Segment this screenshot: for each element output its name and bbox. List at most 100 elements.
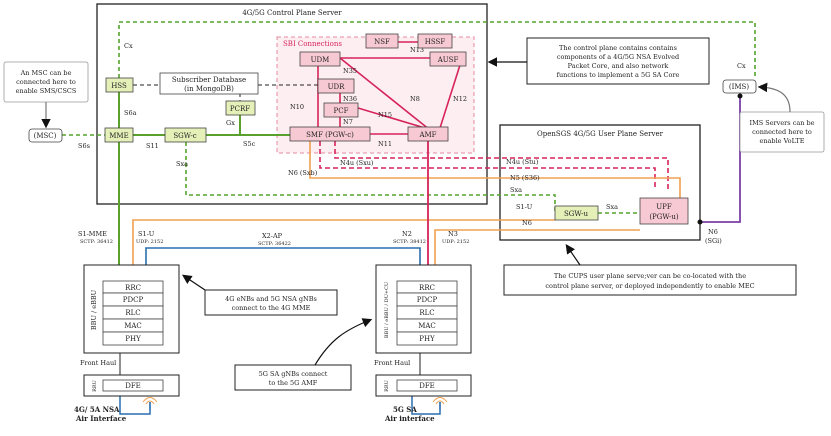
ausf-node [429,51,467,67]
nsf-node [365,33,399,49]
right-dfe-block [396,379,458,392]
gnb-note [234,364,352,391]
left-dfe-block [102,379,164,392]
n4u-stu-label: N4u (Stu) [506,158,539,166]
sxa-sgw-label: Sxa [606,203,618,211]
right-air-line1: 5G SA [393,405,417,414]
svg-text:(MSC): (MSC) [34,132,57,140]
svg-text:AUSF: AUSF [437,56,459,64]
orange-user-plane-links [132,141,681,265]
svg-text:HSS: HSS [111,82,127,90]
svg-text:MAC: MAC [418,322,436,330]
subscriber-database-node [159,72,259,95]
svg-text:PHY: PHY [419,335,435,343]
gx-label: Gx [226,119,235,127]
n15-label: N15 [378,111,392,119]
s11-label: S11 [146,142,159,150]
control-plane-note [526,37,710,85]
svg-text:PHY: PHY [125,335,141,343]
sgwc-node [164,127,207,143]
right-air-line2: Air interface [384,414,435,423]
n6-up-label: N6 [522,219,532,227]
svg-text:PCRF: PCRF [230,105,250,113]
svg-text:RRC: RRC [419,284,435,292]
svg-text:DFE: DFE [125,382,141,390]
svg-text:control plane server, or deplo: control plane server, or deployed indepe… [545,282,754,290]
x2-ap-label: X2-AP [262,232,283,240]
svg-text:connect to the 4G MME: connect to the 4G MME [232,304,311,312]
s1-u-label: S1-U [138,230,155,238]
svg-text:UDM: UDM [311,56,330,64]
left-air-line2: Air Interface [75,414,127,423]
smf-node [289,126,371,142]
svg-text:4G eNBs and 5G NSA gNBs: 4G eNBs and 5G NSA gNBs [225,295,317,303]
svg-text:connected here to: connected here to [16,78,76,86]
n3-label: N3 [448,230,458,238]
svg-text:PDCP: PDCP [123,296,144,304]
n6-sxb-label: N6 (Sxb) [288,169,318,177]
svg-text:(in MongoDB): (in MongoDB) [184,85,234,93]
control-plane-server-title: 4G/5G Control Plane Server [242,9,342,17]
svg-text:MAC: MAC [124,322,142,330]
user-plane-server-title: OpenSGS 4G/5G User Plane Server [537,130,664,138]
svg-text:HSSF: HSSF [425,38,446,46]
svg-text:PDCP: PDCP [417,296,438,304]
n3-port: UDP: 2152 [442,239,469,245]
ims-note [739,111,825,153]
svg-text:NSF: NSF [374,38,390,46]
s1-u-port: UDP: 2152 [136,239,163,245]
sgwu-node [554,205,599,221]
right-rru-label: RRU [384,380,390,392]
n7-label: N7 [343,118,353,126]
sxa-up-label: Sxa [510,186,522,194]
n12-label: N12 [453,95,467,103]
n5-s36-label: N5 (S36) [510,174,540,182]
left-air-line1: 4G/ 5A NSA [74,405,120,414]
svg-text:enable SMS/CSCS: enable SMS/CSCS [16,87,77,95]
svg-text:(IMS): (IMS) [729,83,749,91]
x2-ap-port: SCTP: 36422 [258,241,291,247]
cups-note [503,264,797,296]
svg-text:SGW-c: SGW-c [173,132,196,140]
s1u-up-label: S1-U [516,203,533,211]
svg-text:PCF: PCF [334,107,349,115]
svg-text:5G SA gNBs connect: 5G SA gNBs connect [259,370,328,378]
hssf-node [417,33,453,49]
left-front-haul-label: Front Haul [80,359,116,367]
svg-text:MME: MME [109,132,128,140]
right-bbu-side-label: BBU / eBBU / DU+CU [384,282,390,338]
svg-text:UDR: UDR [328,83,346,91]
n6-sgi-line1: N6 [708,228,718,236]
s1-mme-port: SCTP: 36412 [80,239,113,245]
sbi-connections-title: SBI Connections [283,40,342,48]
upf-node [639,197,689,225]
svg-text:Packet Core, and also network: Packet Core, and also network [568,62,669,70]
n13-label: N13 [410,46,424,54]
svg-text:to the 5G AMF: to the 5G AMF [269,379,318,387]
n6-sgi-line2: (SGi) [705,237,722,245]
svg-text:connected here to: connected here to [752,128,812,136]
svg-text:UPF: UPF [656,203,672,211]
right-front-haul-label: Front Haul [374,359,410,367]
svg-text:RRC: RRC [125,284,141,292]
n8-label: N8 [410,95,420,103]
svg-text:An MSC can be: An MSC can be [20,69,72,77]
n2-label: N2 [402,230,412,238]
sgi-link [700,96,741,223]
svg-text:(PGW-u): (PGW-u) [649,213,679,221]
svg-text:RLC: RLC [419,309,434,317]
antenna-icon [142,397,158,410]
epc-links [118,92,290,265]
cx-left-label: Cx [124,42,133,50]
amf-node [407,126,449,142]
svg-text:IMS Servers can be: IMS Servers can be [750,119,815,127]
udr-node [317,78,355,94]
dashed-green-links [62,21,756,214]
udm-node [299,51,341,67]
s5c-label: S5c [243,140,256,148]
svg-text:DFE: DFE [419,382,435,390]
pcf-node [323,102,359,118]
msc-node [28,128,63,143]
n4-dashed-links [319,141,669,190]
